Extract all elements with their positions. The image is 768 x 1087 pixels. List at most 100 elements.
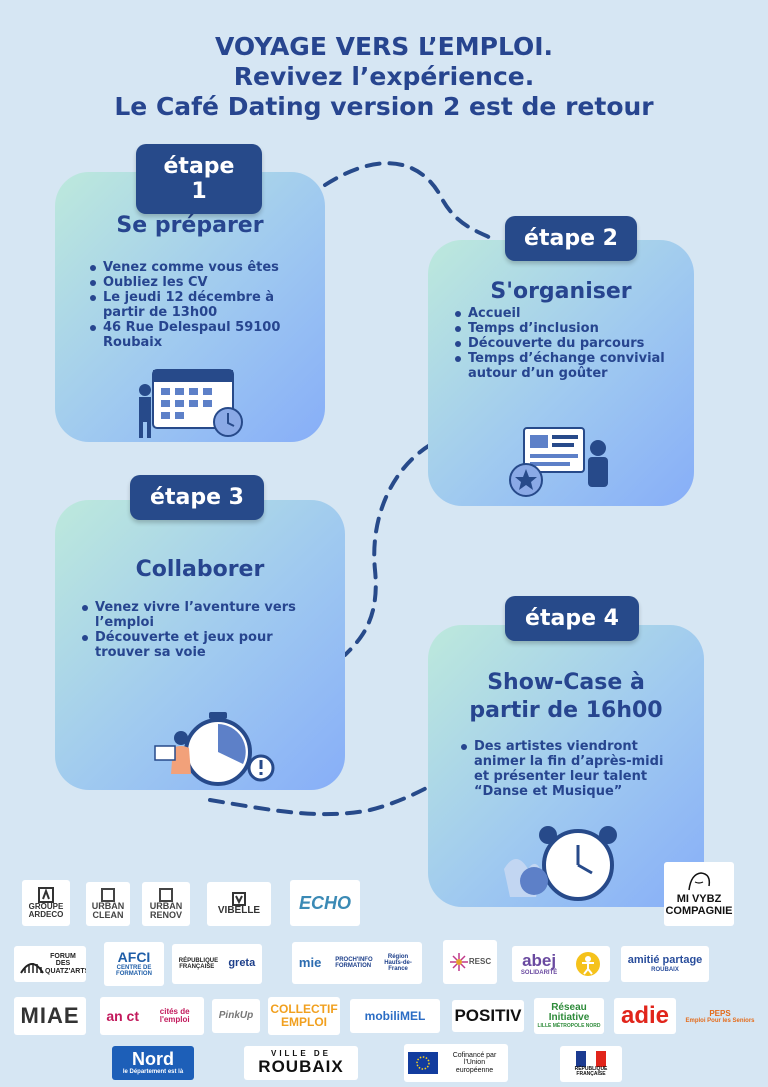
eu-cofinance-logo: Cofinancé par l'Union européenne: [404, 1044, 508, 1082]
step-2-badge: étape 2: [505, 216, 637, 261]
list-item: Venez vivre l’aventure vers l’emploi: [81, 600, 321, 630]
abej-label: abej SOLIDARITÉ: [521, 952, 557, 976]
nord-label: Nord: [132, 1049, 174, 1070]
abej-sublabel: SOLIDARITÉ: [520, 969, 558, 976]
step-3-bullets: Venez vivre l’aventure vers l’emploi Déc…: [81, 600, 321, 660]
step-4-card: Show-Case à partir de 16h00 Des artistes…: [428, 625, 704, 907]
step-1-card: Se préparer Venez comme vous êtes Oublie…: [55, 172, 325, 442]
nord-sublabel: le Département est là: [122, 1069, 184, 1076]
mobilimel-label: mobiliMEL: [364, 1008, 426, 1023]
afci-sublabel: CENTRE DE FORMATION: [116, 965, 152, 978]
pinkup-logo: PinkUp: [212, 999, 260, 1033]
urban-renov-label: URBAN RENOV: [149, 900, 183, 920]
greta-label: greta: [228, 957, 256, 970]
list-item: Le jeudi 12 décembre à partir de 13h00: [89, 290, 314, 320]
peps-label: PEPS: [709, 1008, 731, 1018]
amitie-sublabel: ROUBAIX: [651, 966, 679, 973]
vibelle-icon: [232, 891, 246, 906]
title-line-2: Revivez l’expérience.: [233, 62, 535, 91]
groupe-ardeco-logo: GROUPE ARDECO: [22, 880, 70, 926]
collectif-label: COLLECTIF EMPLOI: [270, 1002, 338, 1029]
person-circle-icon: [576, 952, 601, 976]
step-2-title: S'organiser: [490, 279, 632, 304]
ardeco-icon: [38, 886, 54, 903]
echo-logo: ECHO: [290, 880, 360, 926]
list-item: Découverte et jeux pour trouver sa voie: [81, 630, 321, 660]
step-1-badge: étape 1: [136, 144, 262, 214]
step-2-bullets: Accueil Temps d’inclusion Découverte du …: [454, 306, 686, 381]
eu-label: Cofinancé par l'Union européenne: [452, 1051, 497, 1074]
forum-quatzarts-logo: FORUM DES QUATZ'ARTS: [14, 946, 86, 982]
nord-logo: Nord le Département est là: [112, 1046, 194, 1080]
step-4-badge: étape 4: [505, 596, 639, 641]
alarm-clock-illustration-icon: [504, 826, 617, 901]
list-item: Des artistes viendront animer la fin d’a…: [460, 739, 680, 799]
step-4-title-line-1: Show-Case à: [487, 670, 645, 695]
mi-vybz-label: MI VYBZ COMPAGNIE: [665, 893, 733, 917]
republique-greta-logo: RÉPUBLIQUE FRANÇAISE greta: [172, 944, 262, 984]
title-line-3: Le Café Dating version 2 est de retour: [114, 92, 654, 121]
pinkup-label: PinkUp: [218, 1009, 254, 1021]
eu-flag-icon: [407, 1052, 438, 1074]
resc-logo: RESC: [443, 940, 497, 984]
step-3-card: Collaborer Venez vivre l’aventure vers l…: [55, 500, 345, 790]
vibelle-label: VIBELLE: [217, 904, 261, 916]
stopwatch-illustration-icon: [154, 712, 275, 786]
peps-sublabel: Emploi Pour les Seniors: [685, 1018, 755, 1025]
afci-label: AFCI: [117, 949, 151, 966]
step-1-bullets: Venez comme vous êtes Oubliez les CV Le …: [89, 260, 314, 350]
mie-logo: mie PROCH'INFO FORMATION Région Hauts-de…: [292, 942, 422, 984]
list-item: Accueil: [454, 306, 686, 321]
ville-roubaix-logo: VILLE DE ROUBAIX: [244, 1046, 358, 1080]
forum-label: FORUM DES QUATZ'ARTS: [45, 952, 86, 975]
urban-clean-logo: URBAN CLEAN: [86, 882, 130, 926]
list-item: Temps d’échange convivial autour d’un go…: [454, 351, 686, 381]
abej-text: abej: [522, 950, 557, 970]
urban-clean-label: URBAN CLEAN: [91, 900, 125, 920]
list-item: 46 Rue Delespaul 59100 Roubaix: [89, 320, 314, 350]
adie-label: adie: [620, 1002, 670, 1030]
step-4-bullets: Des artistes viendront animer la fin d’a…: [460, 739, 680, 799]
mobilimel-logo: mobiliMEL: [350, 999, 440, 1033]
positiv-logo: POSITIV: [452, 1000, 524, 1032]
vibelle-logo: VIBELLE: [207, 882, 271, 926]
republique-label: RÉPUBLIQUE FRANÇAISE: [178, 957, 219, 970]
afci-logo: AFCI CENTRE DE FORMATION: [104, 942, 164, 986]
ardeco-label: GROUPE ARDECO: [28, 901, 64, 919]
anct-logo: an ct cités de l'emploi: [100, 997, 204, 1035]
anct-sublabel: cités de l'emploi: [159, 1006, 190, 1024]
marianne-icon: [576, 1050, 606, 1067]
reseau-label: Réseau Initiative: [548, 1001, 590, 1024]
step-3-badge: étape 3: [130, 475, 264, 520]
abej-logo: abej SOLIDARITÉ: [512, 946, 610, 982]
region-label: Région Hauts-de-France: [384, 953, 412, 973]
step-3-title: Collaborer: [135, 557, 265, 582]
reseau-sublabel: LILLE MÉTROPOLE NORD: [537, 1022, 601, 1029]
board-illustration-icon: [509, 427, 608, 497]
calendar-illustration-icon: [139, 369, 243, 438]
step-1-title: Se préparer: [116, 213, 264, 238]
urban-renov-logo: URBAN RENOV: [142, 882, 190, 926]
step-4-title: Show-Case à partir de 16h00: [428, 669, 704, 725]
reseau-initiative-logo: Réseau Initiative LILLE MÉTROPOLE NORD: [534, 998, 604, 1034]
step-4-title-line-2: partir de 16h00: [469, 698, 663, 723]
step-2-card: S'organiser Accueil Temps d’inclusion Dé…: [428, 240, 694, 506]
urban-clean-icon: [101, 887, 115, 902]
page-title: VOYAGE VERS L’EMPLOI. Revivez l’expérien…: [0, 32, 768, 122]
proch-info-label: PROCH'INFO FORMATION: [335, 956, 373, 969]
face-sketch-icon: [688, 872, 711, 891]
star-burst-icon: [449, 953, 468, 971]
amitie-label: amitié partage: [627, 954, 703, 967]
urban-renov-icon: [159, 887, 173, 902]
rf-label: RÉPUBLIQUE FRANÇAISE: [574, 1065, 608, 1077]
theatre-icon: [20, 963, 44, 974]
miae-label: MIAE: [20, 1003, 80, 1029]
title-line-1: VOYAGE VERS L’EMPLOI.: [214, 32, 554, 61]
roubaix-label: ROUBAIX: [258, 1057, 344, 1077]
positiv-label: POSITIV: [454, 1006, 522, 1026]
amitie-partage-logo: amitié partage ROUBAIX: [621, 946, 709, 982]
list-item: Venez comme vous êtes: [89, 260, 314, 275]
miae-logo: MIAE: [14, 997, 86, 1035]
republique-francaise-logo: RÉPUBLIQUE FRANÇAISE: [560, 1046, 622, 1082]
mi-vybz-logo: MI VYBZ COMPAGNIE: [664, 862, 734, 926]
